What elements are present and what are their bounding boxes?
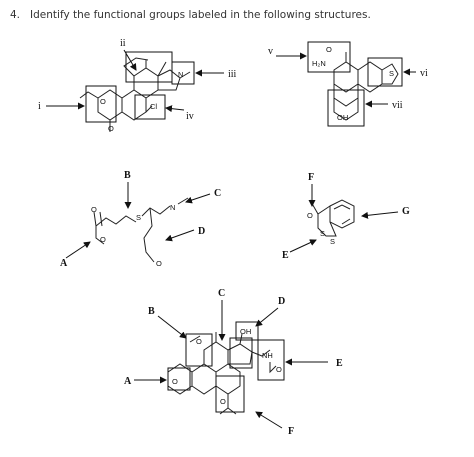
atom-nh-5: NH xyxy=(262,351,273,360)
atom-o-3b: O xyxy=(100,235,106,244)
box-e-5 xyxy=(257,339,285,381)
box-ii xyxy=(125,51,173,83)
atom-cl: Cl xyxy=(150,102,157,111)
atom-s-2: S xyxy=(389,69,394,78)
box-i xyxy=(85,85,117,123)
arrow-d-5 xyxy=(255,307,279,327)
structure-3: S N O O O A B C D xyxy=(60,170,221,269)
label-v: v xyxy=(268,46,273,57)
label-e-5: E xyxy=(336,358,343,369)
label-g-4: G xyxy=(402,206,410,217)
label-ii: ii xyxy=(120,38,126,49)
atom-o-4: O xyxy=(307,211,313,220)
label-c-3: C xyxy=(214,188,221,199)
label-b-3: B xyxy=(124,170,131,181)
atom-o-3c: O xyxy=(156,259,162,268)
arrow-a-3 xyxy=(65,241,91,259)
box-iv xyxy=(134,94,166,120)
box-v xyxy=(307,41,351,73)
atom-o-1a: O xyxy=(100,97,106,106)
box-iii xyxy=(171,61,195,85)
box-a-5 xyxy=(167,367,191,391)
label-vii: vii xyxy=(392,100,403,111)
atom-o-2: O xyxy=(326,45,332,54)
atom-n-1: N xyxy=(178,70,183,79)
label-iv: iv xyxy=(186,111,194,122)
structure-5: OH NH O O O O A B C D E F xyxy=(124,288,343,437)
atom-s-4b: S xyxy=(330,237,335,246)
label-a-3: A xyxy=(60,258,68,269)
atom-n-3: N xyxy=(170,203,175,212)
label-a-5: A xyxy=(124,376,132,387)
label-iii: iii xyxy=(228,69,237,80)
box-b-5 xyxy=(185,333,213,367)
structure-2: H₂N O S OH v vi vii xyxy=(268,41,428,127)
label-i: i xyxy=(38,101,41,112)
structure-4: O S S E F G xyxy=(282,172,410,261)
arrow-b-5 xyxy=(157,315,187,339)
question-body: Identify the functional groups labeled i… xyxy=(30,9,371,21)
label-vi: vi xyxy=(420,68,428,79)
arrow-g-4 xyxy=(361,211,399,219)
box-vii xyxy=(327,89,365,127)
question-number: 4. xyxy=(10,9,21,21)
atom-s-3: S xyxy=(136,213,141,222)
atom-o-5b: O xyxy=(172,377,178,386)
atom-o-5d: O xyxy=(220,397,226,406)
atom-h2n: H₂N xyxy=(312,59,326,68)
arrow-c-3 xyxy=(185,193,211,204)
label-b-5: B xyxy=(148,306,155,317)
arrow-iv xyxy=(165,105,185,113)
box-c-5 xyxy=(229,337,253,369)
atom-o-3a: O xyxy=(91,205,97,214)
structure-1: O O Cl N i ii iii iv xyxy=(38,38,237,133)
arrow-d-3 xyxy=(165,229,195,242)
arrow-ii xyxy=(123,49,137,71)
arrow-e-4 xyxy=(289,239,317,253)
atom-o-5c: O xyxy=(196,337,202,346)
label-f-4: F xyxy=(308,172,314,183)
atom-o-1b: O xyxy=(108,124,114,133)
atom-oh-2: OH xyxy=(337,113,348,122)
atom-s-4a: S xyxy=(320,229,325,238)
box-vi xyxy=(367,57,403,87)
label-c-5: C xyxy=(218,288,225,299)
question-text: 4. Identify the functional groups labele… xyxy=(10,9,371,21)
atom-o-5a: O xyxy=(276,365,282,374)
arrow-f-5 xyxy=(255,411,283,429)
label-f-5: F xyxy=(288,426,294,437)
box-d-5 xyxy=(235,321,259,341)
label-d-3: D xyxy=(198,226,205,237)
atom-oh-5: OH xyxy=(240,327,251,336)
box-f-5 xyxy=(215,375,245,413)
label-e-4: E xyxy=(282,250,289,261)
label-d-5: D xyxy=(278,296,285,307)
